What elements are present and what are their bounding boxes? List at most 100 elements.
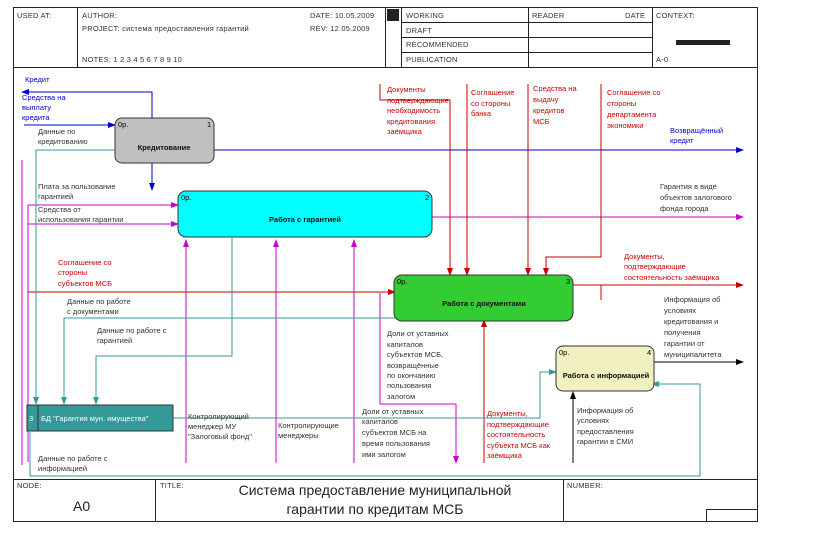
svg-text:с документами: с документами [67, 307, 119, 316]
box1-number: 1 [207, 120, 211, 129]
svg-text:Средства на: Средства на [22, 93, 66, 102]
svg-text:подтверждающие: подтверждающие [487, 420, 549, 429]
used-at-label: USED AT: [17, 11, 52, 20]
svg-text:время пользования: время пользования [362, 439, 430, 448]
context-label: CONTEXT: [656, 11, 695, 20]
svg-text:Информация об: Информация об [664, 295, 720, 304]
box3-corner: 0р. [397, 277, 407, 286]
svg-text:муниципалитета: муниципалитета [664, 350, 722, 359]
datastore-number: 3 [29, 414, 33, 423]
arrow-doli-vozvr [379, 293, 459, 464]
svg-text:условиях: условиях [577, 416, 609, 425]
svg-text:кредитов: кредитов [533, 106, 565, 115]
svg-text:подтверждающие: подтверждающие [387, 96, 449, 105]
box4-corner: 0р. [559, 348, 569, 357]
arrow-dannye-inf [29, 381, 701, 477]
box-rabota-dokumentami[interactable]: 0р. 3 Работа с документами [393, 274, 574, 322]
svg-text:ими залогом: ими залогом [362, 450, 406, 459]
svg-text:состоятельность: состоятельность [487, 430, 545, 439]
recommended-status: RECOMMENDED [406, 40, 469, 49]
svg-text:по окончанию: по окончанию [387, 371, 436, 380]
svg-text:гарантией: гарантией [97, 336, 132, 345]
svg-text:предоставления: предоставления [577, 427, 634, 436]
svg-text:Средства на: Средства на [533, 84, 577, 93]
svg-text:Документы,: Документы, [624, 252, 665, 261]
svg-text:Контролирующий: Контролирующий [188, 412, 249, 421]
box1-corner: 0р. [118, 120, 128, 129]
label-sredstva-vydachu: Средства на выдачу кредитов МСБ [533, 84, 577, 126]
svg-text:Данные по: Данные по [38, 127, 75, 136]
label-vozvr-kredit: Возвращённый кредит [670, 126, 723, 145]
label-kredit: Кредит [25, 75, 50, 84]
box-rabota-garantiey[interactable]: 0р. 2 Работа с гарантией [177, 190, 433, 238]
box3-title: Работа с документами [442, 299, 526, 308]
label-plata: Плата за пользование гарантией [38, 182, 116, 201]
svg-text:Возвращённый: Возвращённый [670, 126, 723, 135]
label-kontr-menedzhery: Контролирующие менеджеры [278, 421, 339, 440]
title-label: TITLE: [160, 481, 184, 490]
svg-text:объектов залогового: объектов залогового [660, 193, 732, 202]
notes-label: NOTES: 1 2 3 4 5 6 7 8 9 10 [82, 55, 183, 64]
svg-text:кредита: кредита [22, 113, 50, 122]
label-dannye-gar: Данные по работе с гарантией [97, 326, 167, 345]
svg-text:кредитованию: кредитованию [38, 137, 88, 146]
svg-text:менеджер МУ: менеджер МУ [188, 422, 237, 431]
svg-text:Контролирующие: Контролирующие [278, 421, 339, 430]
svg-text:гарантии в СМИ: гарантии в СМИ [577, 437, 633, 446]
svg-text:капиталов: капиталов [387, 340, 423, 349]
arrow-dannye-dok [64, 304, 396, 404]
svg-text:менеджеры: менеджеры [278, 431, 319, 440]
svg-text:подтверждающие: подтверждающие [624, 262, 686, 271]
box4-number: 4 [647, 348, 651, 357]
arrow-db-to-box4 [172, 369, 557, 419]
draft-status: DRAFT [406, 26, 432, 35]
label-dok-sost-msb: Документы, подтверждающие состоятельност… [487, 409, 551, 460]
svg-text:экономики: экономики [607, 121, 644, 130]
svg-text:Плата за пользование: Плата за пользование [38, 182, 116, 191]
box2-title: Работа с гарантией [269, 215, 341, 224]
date2-label: DATE [625, 11, 646, 20]
svg-text:гарантии от: гарантии от [664, 339, 705, 348]
label-doli-vremya: Доли от уставных капиталов субъектов МСБ… [362, 407, 430, 459]
datastore-garantiya[interactable]: 3 БД "Гарантия мун. имущества" [26, 404, 174, 432]
box-rabota-informaciey[interactable]: 0р. 4 Работа с информацией [555, 345, 655, 392]
svg-text:кредит: кредит [670, 136, 694, 145]
svg-text:пользования: пользования [387, 381, 431, 390]
label-soglashenie-bank: Соглашение со стороны банка [471, 88, 514, 118]
diagram-title: Система предоставление муниципальной гар… [160, 481, 590, 519]
svg-text:субъектов МСБ: субъектов МСБ [58, 279, 112, 288]
label-info-smi: Информация об условиях предоставления га… [577, 406, 634, 446]
svg-text:субъектов МСБ на: субъектов МСБ на [362, 428, 427, 437]
svg-text:департамента: департамента [607, 110, 657, 119]
box1-title: Кредитование [138, 143, 191, 152]
datastore-title: БД "Гарантия мун. имущества" [41, 414, 149, 423]
label-dok-sost-zaem: Документы, подтверждающие состоятельност… [624, 252, 720, 282]
svg-text:Соглашение со: Соглашение со [58, 258, 112, 267]
label-dok-neobh: Документы подтверждающие необходимость к… [387, 85, 449, 136]
box2-number: 2 [425, 193, 429, 202]
label-soglashenie-dep: Соглашение со стороны департамента эконо… [607, 88, 661, 130]
diagram-title-line2: гарантии по кредитам МСБ [286, 501, 464, 517]
label-kontr-menedzher: Контролирующий менеджер МУ "Залоговый фо… [188, 412, 252, 441]
node-value: A0 [73, 498, 91, 514]
svg-text:Доли от уставных: Доли от уставных [362, 407, 424, 416]
svg-text:заёмщика: заёмщика [487, 451, 523, 460]
svg-text:возвращённые: возвращённые [387, 361, 439, 370]
label-sredstva-vyplatu: Средства на выплату кредита [22, 93, 66, 122]
svg-text:информацией: информацией [38, 464, 87, 473]
svg-text:субъекта МСБ как: субъекта МСБ как [487, 441, 551, 450]
svg-text:банка: банка [471, 109, 492, 118]
label-dannye-kredit: Данные по кредитованию [38, 127, 88, 146]
svg-text:фонда города: фонда города [660, 204, 709, 213]
project-label: PROJECT: система предоставления гарантий [82, 24, 249, 33]
svg-text:состоятельность заёмщика: состоятельность заёмщика [624, 273, 720, 282]
svg-text:Документы,: Документы, [487, 409, 528, 418]
label-dannye-inf: Данные по работе с информацией [38, 454, 108, 473]
svg-text:МСБ: МСБ [533, 117, 550, 126]
svg-text:использования гарантии: использования гарантии [38, 215, 123, 224]
box-kreditovanie[interactable]: 0р. 1 Кредитование [114, 117, 215, 164]
node-label: NODE: [17, 481, 42, 490]
number-label: NUMBER: [567, 481, 603, 490]
arrow-dok-neobh [379, 84, 453, 276]
